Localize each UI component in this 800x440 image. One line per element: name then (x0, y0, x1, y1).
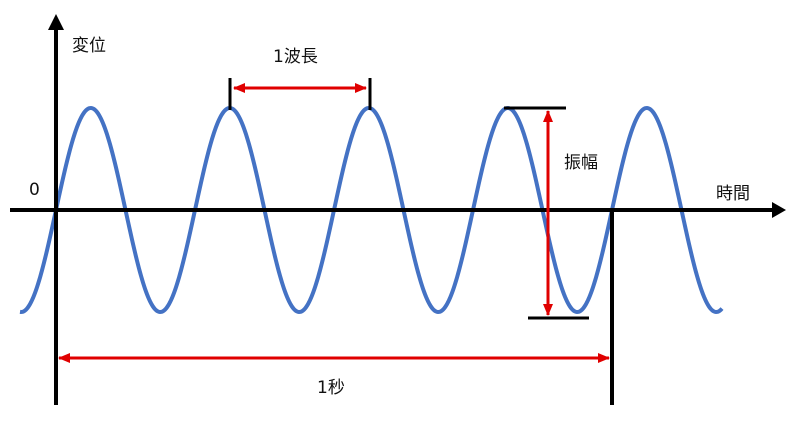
origin-label: 0 (29, 180, 40, 200)
x-axis-label: 時間 (716, 184, 750, 204)
one-second-label: 1秒 (317, 378, 345, 398)
y-axis-arrowhead (48, 14, 64, 30)
amplitude-label: 振幅 (564, 153, 598, 173)
y-axis-label: 変位 (72, 36, 106, 56)
wavelength-label: 1波長 (273, 47, 318, 67)
x-axis-arrowhead (772, 202, 786, 218)
